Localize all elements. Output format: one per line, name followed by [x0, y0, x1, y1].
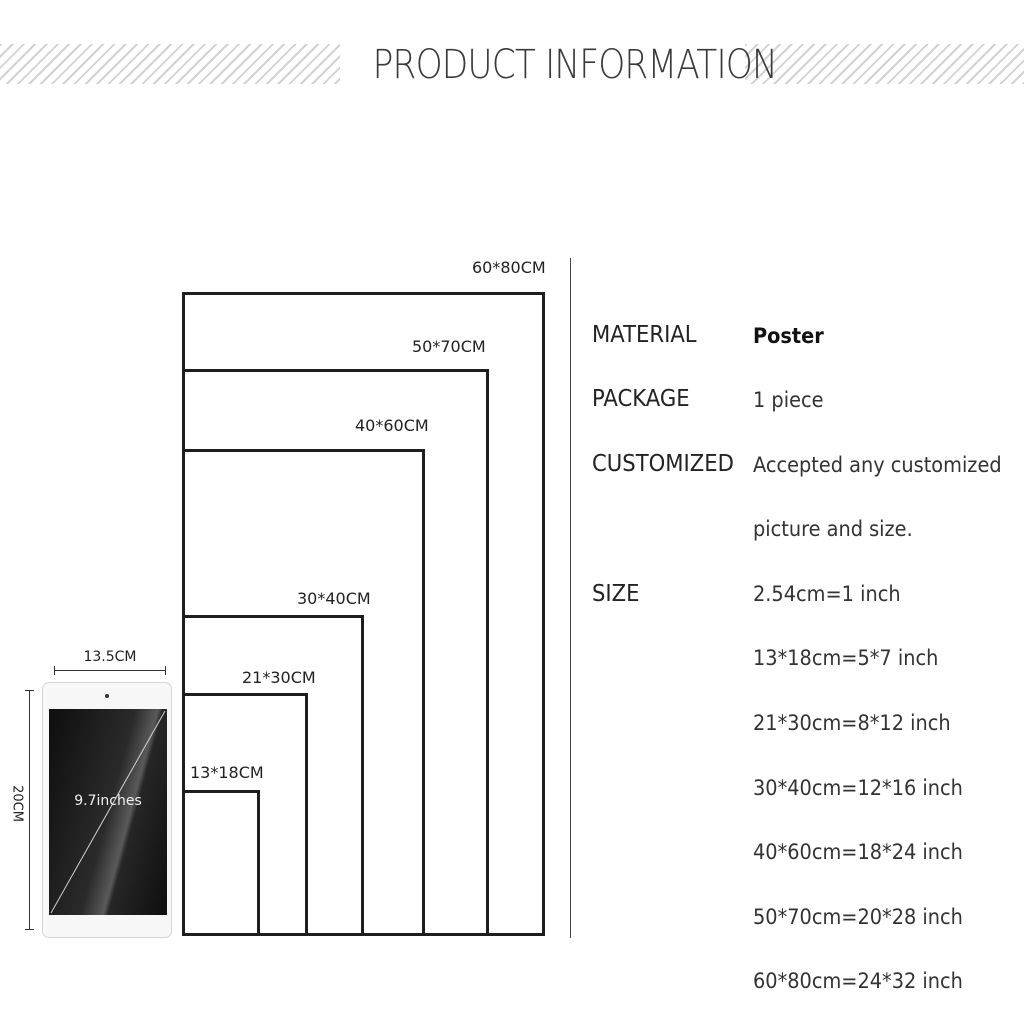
size-label-21x30: 21*30CM [242, 668, 316, 687]
spec-value-size-2: 21*30cm=8*12 inch [753, 711, 951, 735]
size-label-60x80: 60*80CM [472, 258, 546, 277]
frame-13x18 [182, 790, 260, 936]
spec-value-material: Poster [753, 324, 824, 348]
spec-value-size-3: 30*40cm=12*16 inch [753, 776, 963, 800]
size-label-50x70: 50*70CM [412, 337, 486, 356]
spec-value-customized-line1: Accepted any customized [753, 453, 1002, 477]
spec-key-package: PACKAGE [592, 386, 690, 412]
tablet-height-tick-bottom [25, 929, 34, 930]
tablet-width-label: 13.5CM [83, 649, 137, 665]
spec-value-size-0: 2.54cm=1 inch [753, 582, 901, 606]
tablet-diagonal-line [50, 710, 166, 914]
spec-key-customized: CUSTOMIZED [592, 451, 734, 477]
header-hatch-left [0, 44, 340, 84]
tablet-image: 9.7inches [42, 682, 172, 938]
spec-value-customized-line2: picture and size. [753, 517, 913, 541]
tablet-height-label: 20CM [9, 785, 25, 822]
header-hatch-right [745, 44, 1024, 84]
column-divider [570, 258, 571, 938]
spec-value-size-5: 50*70cm=20*28 inch [753, 905, 963, 929]
tablet-height-dimension-line [29, 690, 30, 930]
spec-value-size-6: 60*80cm=24*32 inch [753, 969, 963, 993]
frames-baseline [182, 933, 545, 936]
spec-value-size-1: 13*18cm=5*7 inch [753, 646, 939, 670]
size-label-13x18: 13*18CM [190, 763, 264, 782]
spec-key-material: MATERIAL [592, 322, 697, 348]
tablet-camera [105, 694, 109, 698]
size-label-30x40: 30*40CM [297, 589, 371, 608]
tablet-width-dimension-line [54, 670, 166, 671]
tablet-width-tick-left [54, 666, 55, 675]
tablet-screen-label: 9.7inches [74, 793, 142, 809]
spec-value-size-4: 40*60cm=18*24 inch [753, 840, 963, 864]
tablet-width-tick-right [165, 666, 166, 675]
spec-key-size: SIZE [592, 581, 640, 607]
tablet-height-tick-top [25, 690, 34, 691]
size-label-40x60: 40*60CM [355, 416, 429, 435]
spec-value-package: 1 piece [753, 388, 824, 412]
tablet-screen: 9.7inches [49, 709, 167, 915]
page-title: PRODUCT INFORMATION [372, 42, 778, 88]
